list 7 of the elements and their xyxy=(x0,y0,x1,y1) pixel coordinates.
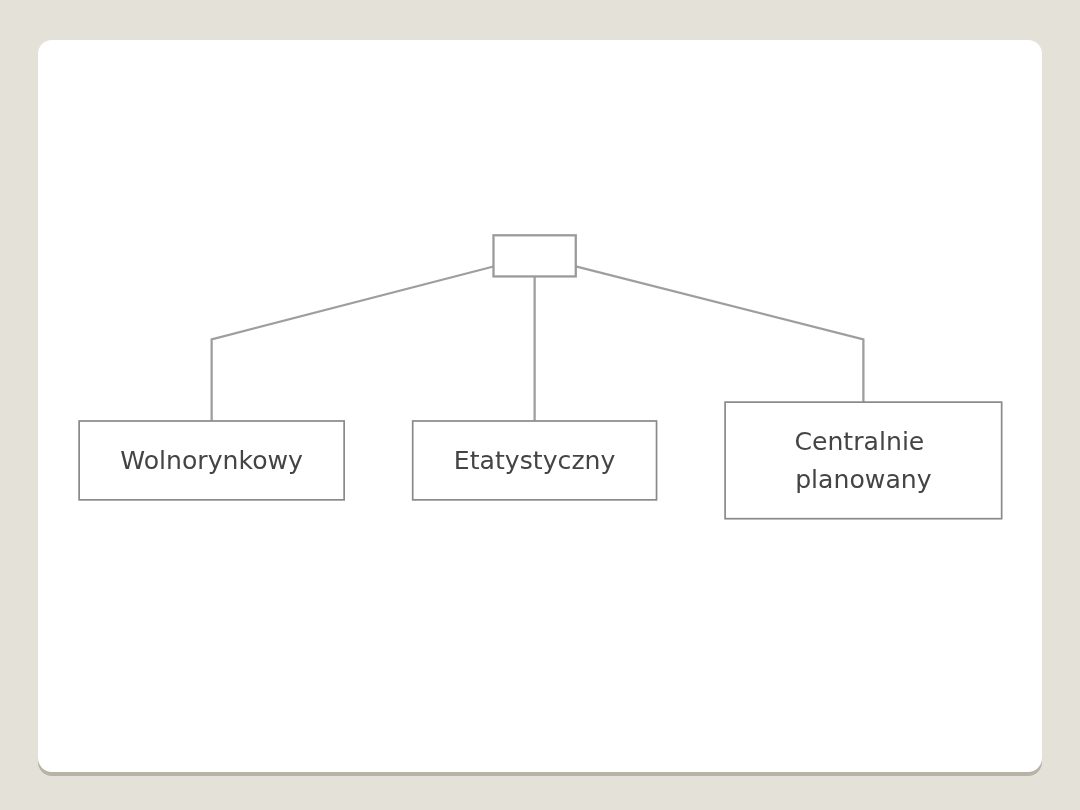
connector xyxy=(210,265,494,421)
connector xyxy=(533,276,536,421)
node-box xyxy=(491,234,577,278)
node-box: Etatystyczny xyxy=(411,420,657,501)
node-box: Wolnorynkowy xyxy=(77,420,345,501)
connector xyxy=(575,265,865,403)
node-box: Centralnie planowany xyxy=(723,401,1003,520)
